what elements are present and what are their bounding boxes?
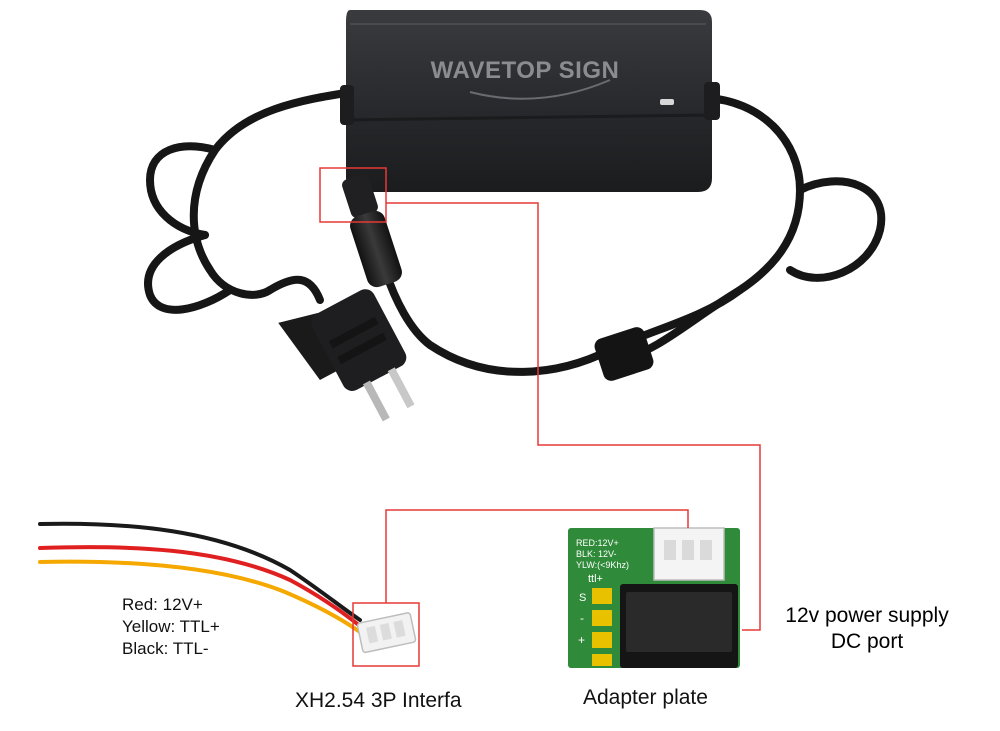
- yellow-wire: [38, 559, 362, 634]
- caption-power-line2: DC port: [830, 630, 904, 653]
- adapter-body: [340, 10, 720, 192]
- board-label-blk: BLK: 12V-: [576, 549, 617, 559]
- callout-dc-plug: [319, 167, 387, 223]
- wire-label-black: Black: TTL-: [122, 639, 209, 658]
- black-wire: [38, 521, 362, 622]
- caption-power-line1: 12v power supply: [785, 604, 949, 627]
- board-pin-plus: +: [578, 633, 585, 647]
- leader-connector-to-plate: [385, 509, 689, 603]
- ferrite-bead: [594, 327, 654, 381]
- adapter-plate: [568, 527, 740, 668]
- wire-harness: [38, 521, 362, 634]
- caption-power-supply: 12v power supply DC port: [772, 603, 962, 655]
- board-label-ttl: ttl+: [588, 573, 603, 585]
- wire-label-red: Red: 12V+: [122, 595, 203, 614]
- callouts: [319, 167, 761, 667]
- wall-plug: [278, 289, 415, 422]
- caption-connector: XH2.54 3P Interfa: [295, 689, 462, 712]
- board-label-red: RED:12V+: [576, 538, 619, 548]
- leader-dc-to-jack: [386, 202, 761, 631]
- wire-color-legend: Red: 12V+ Yellow: TTL+ Black: TTL-: [122, 594, 220, 660]
- xh-connector: [356, 612, 417, 654]
- dc-plug: [342, 174, 402, 288]
- brand-logo: WAVETOP SIGN: [431, 57, 620, 84]
- wire-label-yellow: Yellow: TTL+: [122, 617, 220, 636]
- red-wire: [38, 545, 362, 628]
- board-pin-s: S: [579, 592, 586, 604]
- board-pin-minus: -: [580, 611, 584, 625]
- led-indicator: [660, 99, 674, 105]
- ac-cord: [144, 88, 356, 314]
- board-label-ylw: YLW:(<9Khz): [576, 560, 629, 570]
- caption-adapter-plate: Adapter plate: [583, 686, 708, 709]
